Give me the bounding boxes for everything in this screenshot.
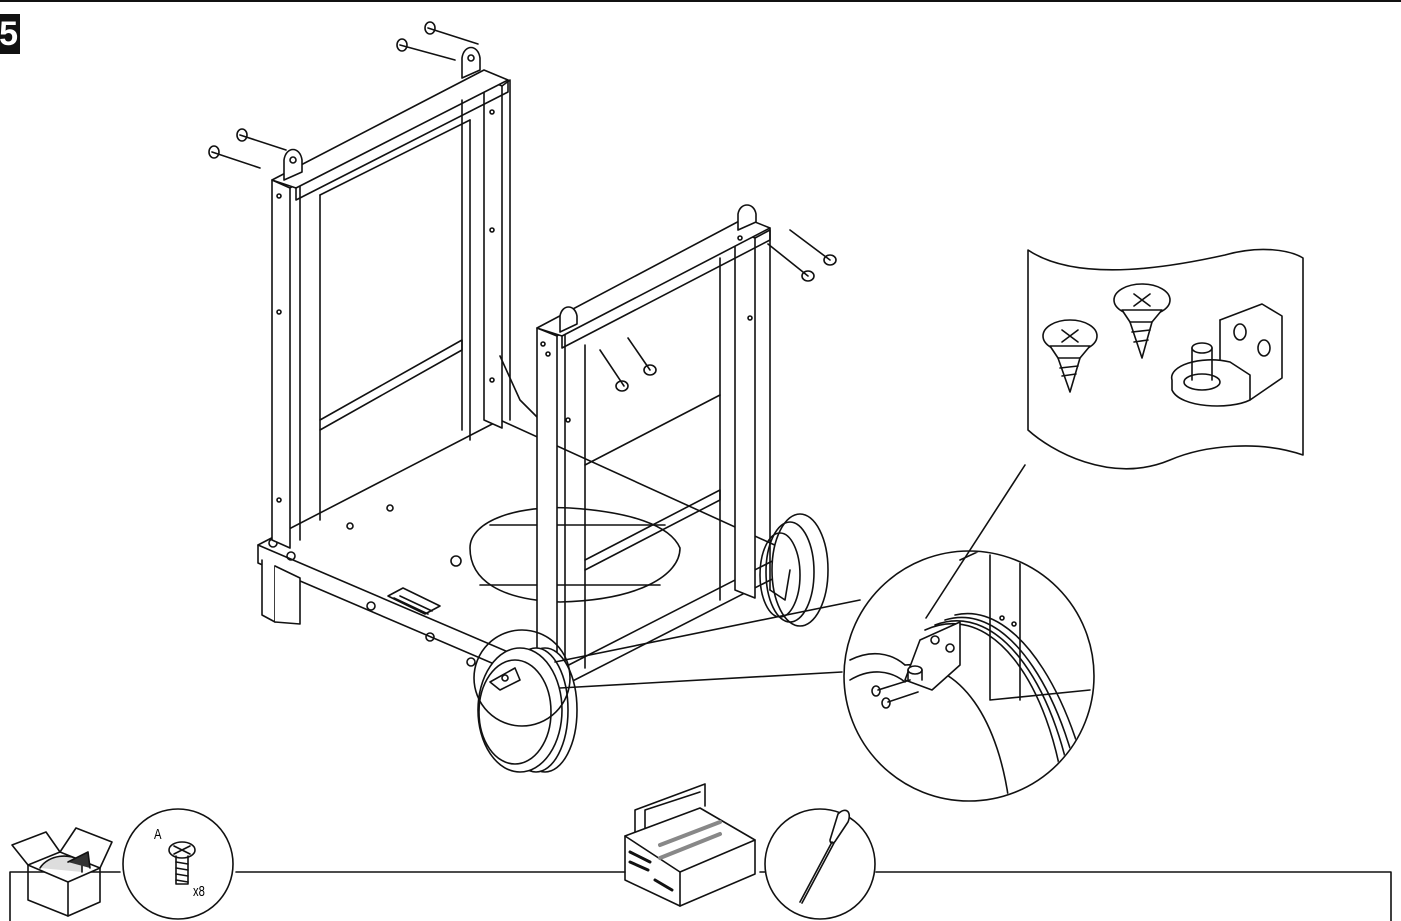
step-number-badge: 5 [0, 14, 20, 54]
toolbox-icon [624, 783, 756, 907]
screwdriver-icon [799, 809, 851, 904]
magnified-detail [843, 550, 1095, 802]
right-wheel [759, 513, 829, 627]
back-frame [271, 46, 541, 549]
front-frame-screws [599, 229, 837, 392]
parts-panel-frame [9, 871, 1392, 921]
leader-line [559, 671, 843, 689]
detail-callout-source [473, 629, 571, 727]
part-quantity: x8 [193, 883, 205, 900]
back-frame-screws [208, 21, 479, 169]
front-frame [536, 204, 771, 691]
top-rule [0, 0, 1401, 2]
part-a-circle [122, 808, 234, 920]
left-wheel [477, 647, 578, 773]
open-box-icon [11, 827, 113, 917]
screw-icon [168, 841, 196, 885]
part-letter: A [154, 826, 162, 843]
hardware-detail-card [1027, 248, 1304, 470]
